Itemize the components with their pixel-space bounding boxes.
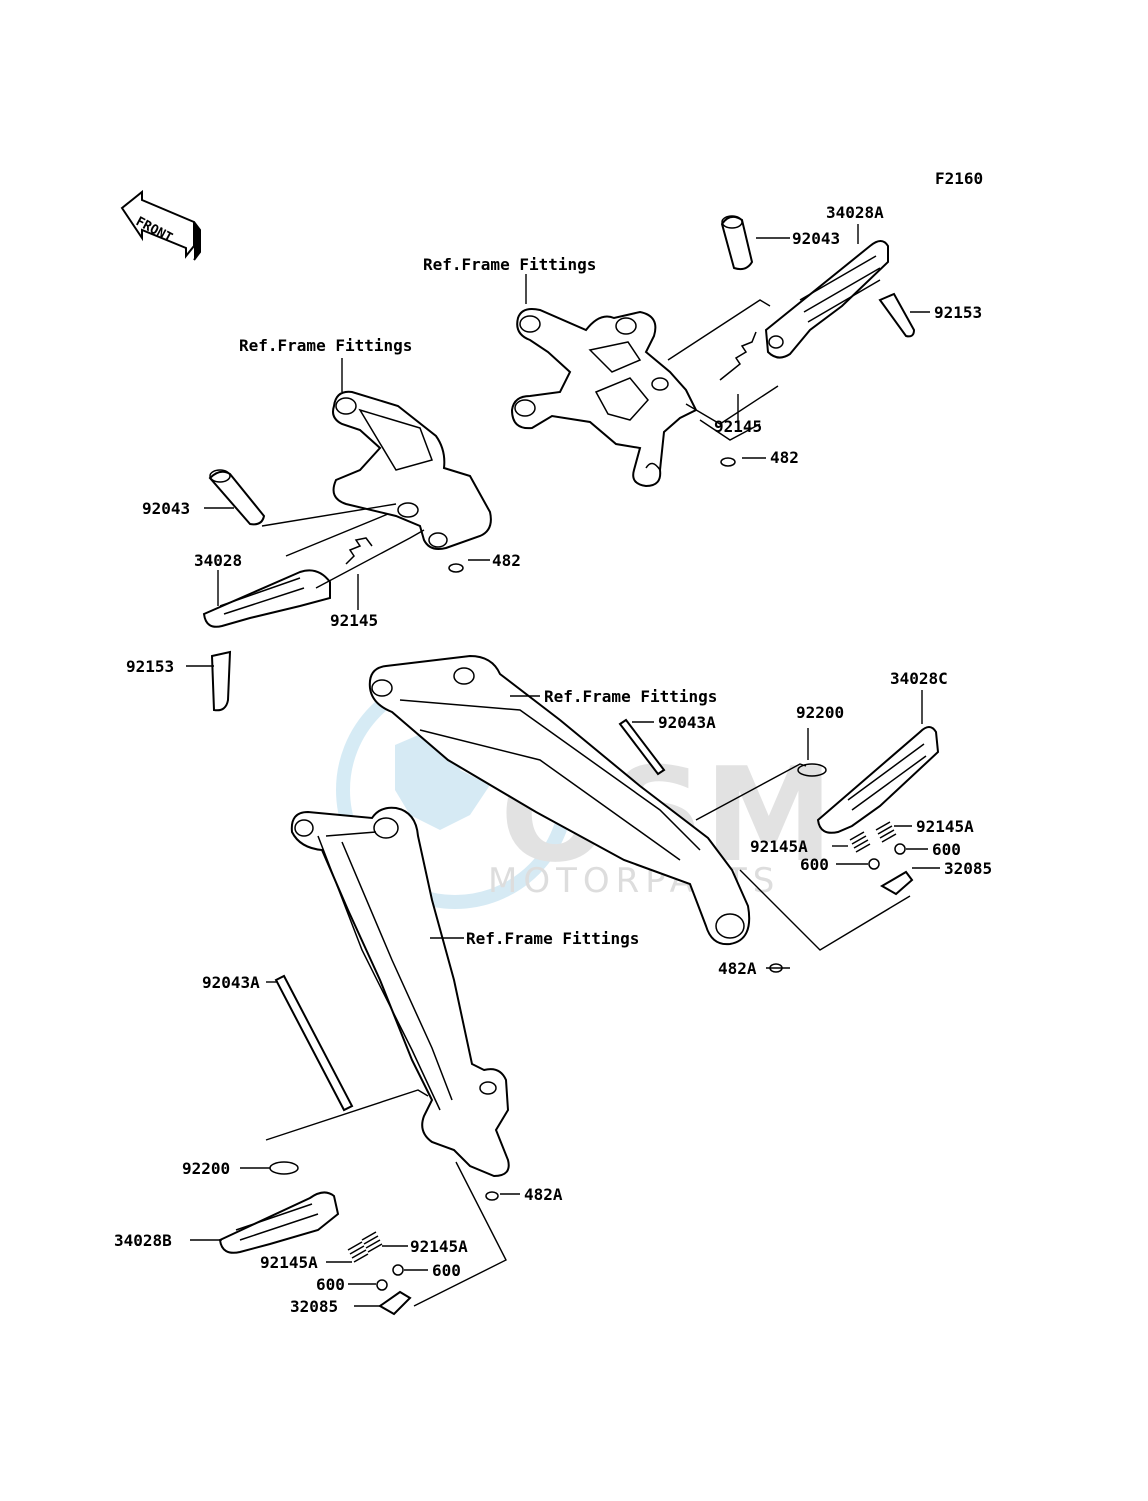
ball-600-bottom-2 [392, 1264, 404, 1276]
label-ref-frame-2: Ref.Frame Fittings [239, 336, 412, 355]
ball-600-bottom-1 [376, 1279, 388, 1291]
spring-92145A-right [849, 821, 897, 853]
label-34028A: 34028A [826, 203, 884, 222]
label-92043-left: 92043 [142, 499, 190, 518]
pin-92043-upper [720, 215, 754, 271]
label-ref-frame-1: Ref.Frame Fittings [423, 255, 596, 274]
label-34028B: 34028B [114, 1231, 172, 1250]
label-482-left: 482 [492, 551, 521, 570]
label-ref-frame-4: Ref.Frame Fittings [466, 929, 639, 948]
label-92145A-right-2: 92145A [750, 837, 808, 856]
pin-92043A-left [274, 974, 354, 1112]
label-92153-left: 92153 [126, 657, 174, 676]
lower-leaders [190, 937, 520, 1307]
footpeg-34028B [218, 1191, 340, 1254]
footpeg-34028A [764, 240, 889, 359]
bolt-92153-upper [878, 292, 916, 338]
upper-right-leaders [525, 224, 930, 459]
label-92145-upper: 92145 [714, 417, 762, 436]
clip-482A-bottom [485, 1191, 499, 1201]
label-482-upper: 482 [770, 448, 799, 467]
ball-600-right-1 [894, 843, 906, 855]
lower-long-arm [290, 806, 510, 1178]
figure-code: F2160 [935, 169, 983, 188]
label-32085-bottom: 32085 [290, 1297, 338, 1316]
washer-92200-right [797, 763, 827, 777]
upper-right-bracket [510, 308, 698, 488]
label-92043-upper: 92043 [792, 229, 840, 248]
label-92145A-bottom-2: 92145A [260, 1253, 318, 1272]
label-92043A-left: 92043A [202, 973, 260, 992]
label-600-bottom-1: 600 [316, 1275, 345, 1294]
label-92145A-right-1: 92145A [916, 817, 974, 836]
ball-600-right-2 [868, 858, 880, 870]
detent-32085-right [880, 870, 914, 896]
label-34028C: 34028C [890, 669, 948, 688]
spring-92145-left [345, 537, 373, 565]
label-ref-frame-3: Ref.Frame Fittings [544, 687, 717, 706]
middle-long-arm [368, 654, 751, 946]
label-600-right-1: 600 [932, 840, 961, 859]
right-leaders [510, 690, 940, 969]
label-92145-left: 92145 [330, 611, 378, 630]
label-482A-bottom: 482A [524, 1185, 563, 1204]
label-92043A-mid: 92043A [658, 713, 716, 732]
label-32085-right: 32085 [944, 859, 992, 878]
label-34028: 34028 [194, 551, 242, 570]
label-92200-bottom: 92200 [182, 1159, 230, 1178]
front-direction-icon: FRONT [120, 189, 201, 261]
bolt-92153-left [210, 650, 232, 712]
spring-92145-upper [719, 331, 757, 381]
label-482A-right: 482A [718, 959, 757, 978]
clip-482-upper [720, 457, 736, 467]
label-92145A-bottom-1: 92145A [410, 1237, 468, 1256]
footpeg-34028C [816, 726, 940, 834]
pin-92043A-mid [618, 718, 666, 776]
part-labels: Ref.Frame Fittings Ref.Frame Fittings Re… [114, 203, 992, 1316]
label-92153-upper: 92153 [934, 303, 982, 322]
label-600-right-2: 600 [800, 855, 829, 874]
footpeg-34028 [202, 569, 331, 628]
spring-92145A-bottom [347, 1231, 383, 1263]
pin-92043-left [208, 469, 266, 526]
label-92200-right: 92200 [796, 703, 844, 722]
detent-32085-bottom [378, 1290, 412, 1316]
left-leaders [186, 358, 490, 667]
washer-92200-bottom [269, 1161, 299, 1175]
label-600-bottom-2: 600 [432, 1261, 461, 1280]
left-bracket [332, 390, 492, 550]
clip-482-left [448, 563, 464, 573]
